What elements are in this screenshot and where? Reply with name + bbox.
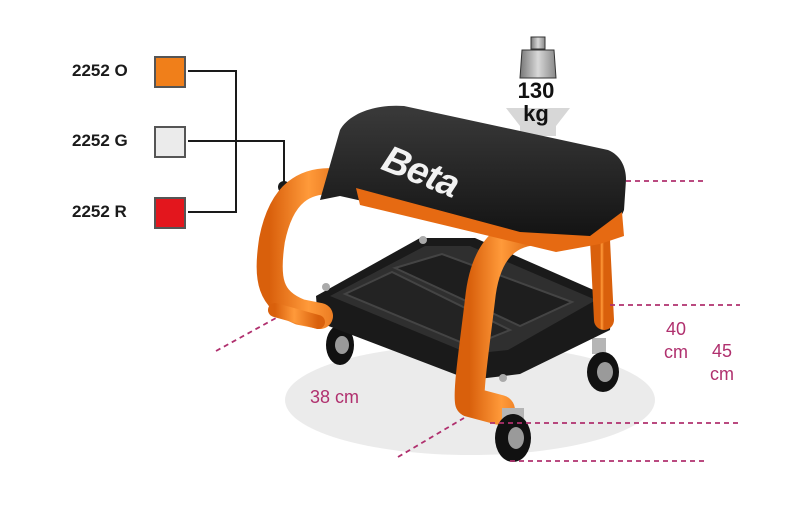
variant-code-red: 2252 R	[72, 202, 127, 221]
variant-swatch-red	[154, 197, 186, 229]
seat-height-value: 45	[711, 341, 733, 361]
tray-height-unit: cm	[664, 341, 688, 362]
seat-height-label: 45 cm	[710, 340, 734, 385]
variant-code-orange: 2252 O	[72, 61, 128, 80]
tray-height-label: 40 cm	[664, 318, 688, 363]
caster-wheel-front	[495, 408, 531, 462]
weight-limit-value: 130	[517, 78, 555, 103]
variant-code-grey: 2252 G	[72, 131, 128, 150]
caster-wheel-back-right	[587, 338, 619, 392]
weight-icon	[506, 36, 570, 136]
dimension-lines	[215, 180, 742, 462]
weight-limit-unit: kg	[523, 101, 549, 127]
tray-height-value: 40	[665, 319, 687, 339]
variant-connector-lines	[188, 70, 285, 213]
padded-seat	[320, 105, 626, 252]
variant-swatch-orange	[154, 56, 186, 88]
depth-dimension-label: 38 cm	[310, 387, 360, 407]
weight-limit-label: 130 kg	[506, 79, 566, 125]
seat-height-unit: cm	[710, 363, 734, 384]
variant-swatch-grey	[154, 126, 186, 158]
caster-wheel-back-left	[326, 325, 354, 365]
